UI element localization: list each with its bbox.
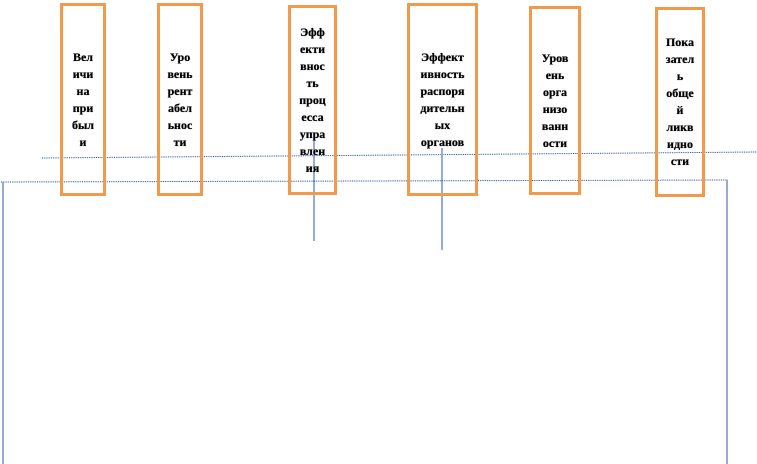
box-profitability-label: Уро вень рент абел ьнос ти [167, 49, 193, 149]
box-management-efficiency-label: Эфф екти внос ть проц есса упра влен ия [299, 24, 326, 175]
box-organization-level: Уров ень орга низо ванн ости [529, 6, 581, 195]
box-profit: Вел ичи на при был и [60, 3, 106, 196]
box-liquidity: Пока зател ь обще й ликв идно сти [655, 7, 705, 197]
box-admin-bodies-efficiency-label: Эффект ивность распоря дительн ых органо… [420, 49, 465, 149]
box-organization-level-label: Уров ень орга низо ванн ости [541, 50, 569, 150]
box-management-efficiency: Эфф екти внос ть проц есса упра влен ия [288, 5, 337, 195]
upper-horizontal-line [41, 151, 757, 159]
box-admin-bodies-efficiency: Эффект ивность распоря дительн ых органо… [407, 3, 478, 196]
box-profitability: Уро вень рент абел ьнос ти [157, 3, 203, 196]
frame-top-line [0, 179, 729, 183]
box-liquidity-label: Пока зател ь обще й ликв идно сти [665, 35, 695, 168]
box-profit-label: Вел ичи на при был и [71, 49, 95, 149]
